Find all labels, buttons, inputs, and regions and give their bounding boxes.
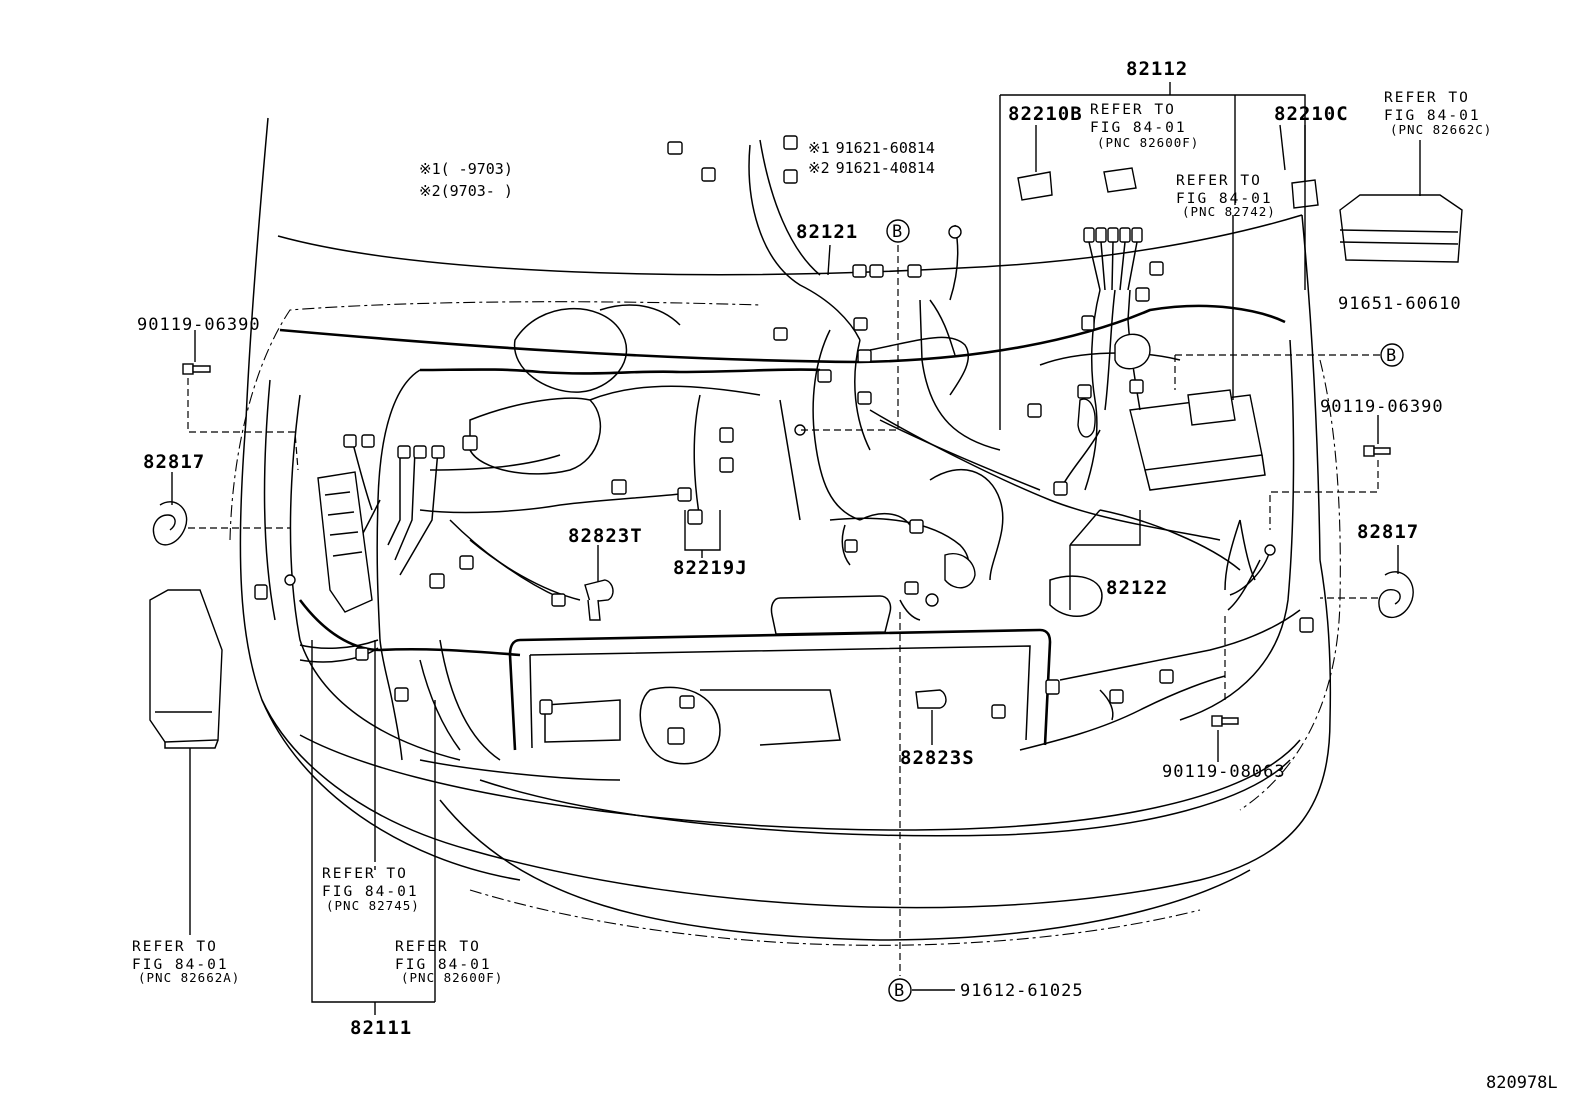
svg-text:FIG 84-01: FIG 84-01 bbox=[1176, 191, 1273, 207]
callout-b-top: B bbox=[886, 219, 910, 243]
label-82219J: 82219J bbox=[673, 557, 748, 579]
svg-text:(PNC 82600F): (PNC 82600F) bbox=[401, 970, 503, 985]
label-82210B: 82210B bbox=[1008, 103, 1083, 125]
svg-text:(PNC 82662C): (PNC 82662C) bbox=[1390, 122, 1492, 137]
label-bolt-left: 90119-06390 bbox=[137, 315, 261, 335]
label-82122: 82122 bbox=[1106, 577, 1168, 599]
label-bolt-b-bottom: 91612-61025 bbox=[960, 981, 1084, 1001]
callout-b-bottom: B bbox=[888, 978, 912, 1002]
svg-text:REFER TO: REFER TO bbox=[1384, 90, 1470, 106]
label-82111: 82111 bbox=[350, 1017, 412, 1039]
label-bolt-b-top: 91651-60610 bbox=[1338, 294, 1462, 314]
label-bolt-bottom: 90119-08063 bbox=[1162, 762, 1286, 782]
note-1: ※1( -9703) bbox=[419, 160, 513, 178]
svg-text:FIG 84-01: FIG 84-01 bbox=[132, 957, 229, 973]
svg-text:REFER TO: REFER TO bbox=[322, 866, 408, 882]
svg-text:(PNC 82662A): (PNC 82662A) bbox=[138, 970, 240, 985]
svg-text:(PNC 82600F): (PNC 82600F) bbox=[1097, 135, 1199, 150]
label-82823T: 82823T bbox=[568, 525, 643, 547]
label-82817-left: 82817 bbox=[143, 451, 205, 473]
svg-text:B: B bbox=[894, 981, 905, 1001]
label-82121: 82121 bbox=[796, 221, 858, 243]
svg-text:REFER TO: REFER TO bbox=[1090, 102, 1176, 118]
refer-bottom-left: REFER TO FIG 84-01 (PNC 82662A) bbox=[132, 939, 240, 985]
refer-corner: REFER TO FIG 84-01 (PNC 82662C) bbox=[1384, 90, 1492, 137]
callout-b-right: B bbox=[1380, 343, 1404, 367]
svg-text:(PNC 82742): (PNC 82742) bbox=[1182, 204, 1276, 219]
label-bolt-right: 90119-06390 bbox=[1320, 397, 1444, 417]
svg-text:REFER TO: REFER TO bbox=[395, 939, 481, 955]
label-82823S: 82823S bbox=[900, 747, 975, 769]
svg-text:B: B bbox=[1386, 346, 1397, 366]
wire-harness-network bbox=[279, 139, 1301, 761]
svg-text:B: B bbox=[892, 222, 903, 242]
vehicle-body-outline bbox=[229, 117, 1341, 946]
note-2: ※2(9703- ) bbox=[419, 182, 513, 200]
svg-text:FIG 84-01: FIG 84-01 bbox=[1090, 120, 1187, 136]
figure-id: 820978L bbox=[1486, 1073, 1558, 1093]
svg-text:REFER TO: REFER TO bbox=[132, 939, 218, 955]
label-82112: 82112 bbox=[1126, 58, 1188, 80]
refer-top-center: REFER TO FIG 84-01 (PNC 82600F) bbox=[1090, 102, 1199, 150]
refer-mid-left: REFER TO FIG 84-01 (PNC 82745) bbox=[322, 866, 420, 913]
svg-text:FIG 84-01: FIG 84-01 bbox=[1384, 108, 1481, 124]
label-82210C: 82210C bbox=[1274, 103, 1349, 125]
refer-top-right: REFER TO FIG 84-01 (PNC 82742) bbox=[1176, 173, 1276, 219]
svg-text:FIG 84-01: FIG 84-01 bbox=[322, 884, 419, 900]
svg-text:FIG 84-01: FIG 84-01 bbox=[395, 957, 492, 973]
svg-text:REFER TO: REFER TO bbox=[1176, 173, 1262, 189]
bolt-bottom-shape bbox=[1211, 715, 1239, 727]
label-82817-right: 82817 bbox=[1357, 521, 1419, 543]
clamp-right-shape bbox=[1378, 571, 1414, 619]
refer-bottom-mid: REFER TO FIG 84-01 (PNC 82600F) bbox=[395, 939, 503, 985]
clamp-left-shape bbox=[152, 501, 188, 546]
bolt-right-shape bbox=[1363, 445, 1391, 457]
leader-lines bbox=[171, 82, 1421, 1015]
svg-text:(PNC 82745): (PNC 82745) bbox=[326, 898, 420, 913]
bolt-left-shape bbox=[182, 363, 211, 375]
connector-parts bbox=[254, 135, 1314, 745]
